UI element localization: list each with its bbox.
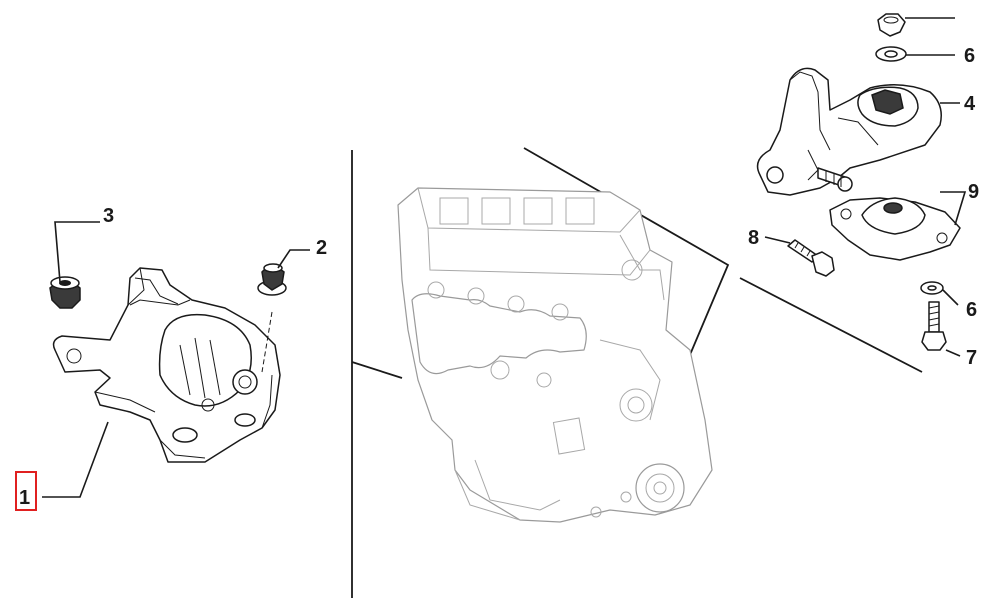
part-6-washer-lower[interactable] [920,281,944,295]
part-9-lower-mount-pad[interactable] [829,197,961,261]
highlight-box [15,471,37,511]
callout-6-top[interactable]: 6 [964,45,975,67]
part-nut-top[interactable] [877,13,906,37]
callout-7[interactable]: 7 [966,347,977,369]
part-8-bolt[interactable] [787,239,835,277]
part-1-engine-mount-bracket[interactable] [52,267,281,463]
part-7-bolt[interactable] [921,301,947,351]
callout-6-lower[interactable]: 6 [966,299,977,321]
callout-1[interactable]: 1 [19,487,30,509]
callout-9[interactable]: 9 [968,181,979,203]
callout-4[interactable]: 4 [964,93,976,115]
leader-lines [42,17,967,498]
part-6-washer-top[interactable] [875,46,907,62]
part-4-upper-mount[interactable] [756,67,942,196]
frame-lines [351,147,923,598]
part-3-nut[interactable] [49,276,81,309]
engine-block [397,187,713,523]
callout-8[interactable]: 8 [748,227,759,249]
callout-3[interactable]: 3 [103,205,114,227]
callout-2[interactable]: 2 [316,237,327,259]
part-2-flange-nut[interactable] [257,263,287,296]
